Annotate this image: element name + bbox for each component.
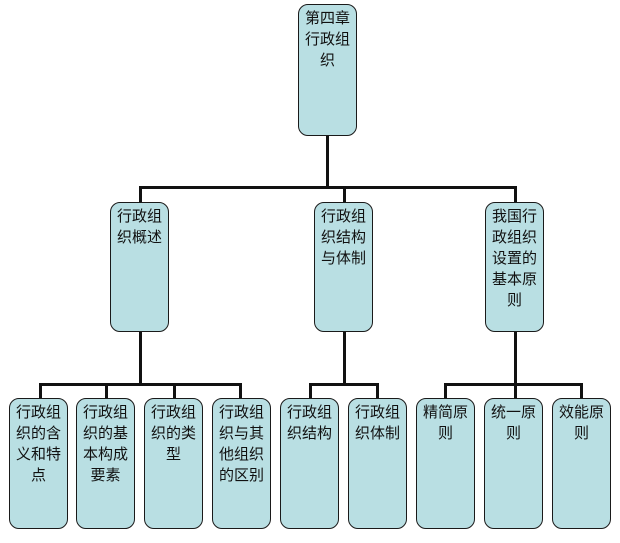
- leaf-node-efficiency: 效能原则: [552, 398, 611, 529]
- connector-leaf6-up: [376, 383, 379, 399]
- leaf-node-label: 行政组织的类型: [150, 403, 196, 463]
- root-node-label: 第四章行政组织: [304, 9, 350, 69]
- connector-branch3-down: [514, 331, 517, 385]
- connector-leaf9-up: [580, 383, 583, 399]
- connector-leaf7-up: [444, 383, 447, 399]
- connector-level1-bar: [139, 186, 517, 189]
- connector-branch1-up: [139, 186, 142, 203]
- branch-node-overview: 行政组织概述: [110, 202, 169, 332]
- leaf-node-label: 效能原则: [558, 403, 604, 442]
- connector-root-down: [326, 135, 329, 188]
- leaf-node-label: 精简原则: [422, 403, 468, 442]
- leaf-node-label: 行政组织的基本构成要素: [82, 403, 128, 484]
- leaf-node-streamline: 精简原则: [416, 398, 475, 529]
- leaf-node-difference: 行政组织与其他组织的区别: [212, 398, 271, 529]
- connector-branch2-bar: [309, 383, 379, 386]
- connector-branch3-bar: [444, 383, 583, 386]
- connector-leaf8-up: [514, 383, 517, 399]
- leaf-node-elements: 行政组织的基本构成要素: [76, 398, 135, 529]
- branch-node-label: 我国行政组织设置的基本原则: [491, 207, 537, 309]
- connector-branch3-up: [514, 186, 517, 203]
- leaf-node-label: 行政组织体制: [354, 403, 400, 442]
- connector-branch2-up: [343, 186, 346, 203]
- branch-node-principles: 我国行政组织设置的基本原则: [485, 202, 544, 332]
- connector-leaf1-up: [39, 383, 42, 399]
- connector-leaf5-up: [309, 383, 312, 399]
- connector-leaf4-up: [239, 383, 242, 399]
- leaf-node-meaning: 行政组织的含义和特点: [9, 398, 68, 529]
- leaf-node-org-system: 行政组织体制: [348, 398, 407, 529]
- branch-node-label: 行政组织概述: [116, 207, 162, 246]
- leaf-node-label: 行政组织与其他组织的区别: [218, 403, 264, 484]
- leaf-node-label: 统一原则: [490, 403, 536, 442]
- connector-branch2-down: [343, 331, 346, 385]
- leaf-node-label: 行政组织结构: [286, 403, 332, 442]
- leaf-node-unity: 统一原则: [484, 398, 543, 529]
- branch-node-label: 行政组织结构与体制: [320, 207, 366, 267]
- connector-leaf3-up: [173, 383, 176, 399]
- leaf-node-org-structure: 行政组织结构: [280, 398, 339, 529]
- root-node: 第四章行政组织: [298, 4, 357, 136]
- leaf-node-label: 行政组织的含义和特点: [15, 403, 61, 484]
- connector-branch1-bar: [39, 383, 242, 386]
- connector-branch1-down: [139, 331, 142, 385]
- branch-node-structure: 行政组织结构与体制: [314, 202, 373, 332]
- leaf-node-types: 行政组织的类型: [144, 398, 203, 529]
- connector-leaf2-up: [105, 383, 108, 399]
